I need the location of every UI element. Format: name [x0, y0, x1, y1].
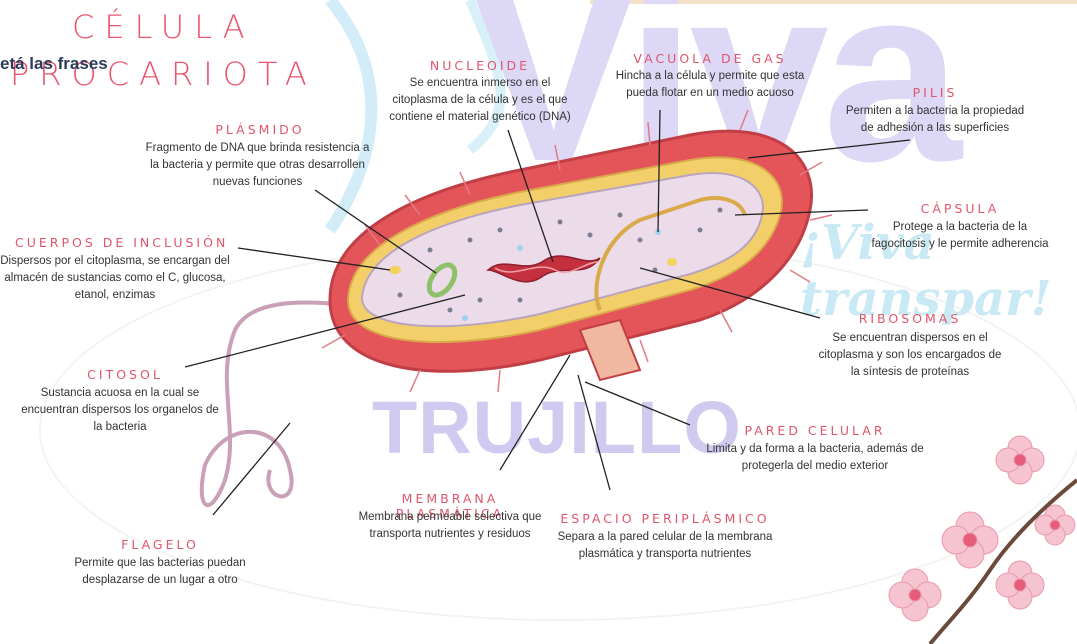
- inclusion-body: [667, 258, 677, 266]
- desc-line: Protege a la bacteria de la: [860, 219, 1060, 236]
- desc-line: Se encuentran dispersos en el: [815, 330, 1005, 347]
- desc-line: plasmática y transporta nutrientes: [550, 546, 780, 563]
- desc-membrana: Membrana permeable selectiva que transpo…: [345, 509, 555, 543]
- label-ribosomas: RIBOSOMAS: [850, 311, 970, 326]
- label-inclusion: CUERPOS DE INCLUSIÓN: [15, 235, 235, 250]
- desc-line: citoplasma de la célula y es el que: [385, 92, 575, 109]
- label-vacuola: VACUOLA DE GAS: [605, 51, 815, 66]
- desc-line: de adhesión a las superficies: [840, 120, 1030, 137]
- desc-line: Fragmento de DNA que brinda resistencia …: [140, 140, 375, 157]
- desc-capsula: Protege a la bacteria de la fagocitosis …: [860, 219, 1060, 253]
- inclusion-body: [389, 266, 401, 274]
- desc-line: desplazarse de un lugar a otro: [65, 572, 255, 589]
- desc-line: contiene el material genético (DNA): [385, 109, 575, 126]
- desc-periplasmico: Separa a la pared celular de la membrana…: [550, 529, 780, 563]
- label-nucleoide: NUCLEOIDE: [405, 58, 555, 73]
- desc-vacuola: Hincha a la célula y permite que esta pu…: [600, 68, 820, 102]
- label-capsula: CÁPSULA: [905, 201, 1015, 216]
- desc-line: etanol, enzimas: [0, 287, 230, 304]
- desc-line: fagocitosis y le permite adherencia: [860, 236, 1060, 253]
- label-plasmido: PLÁSMIDO: [195, 122, 325, 137]
- desc-line: citoplasma y son los encargados de: [815, 347, 1005, 364]
- desc-line: Sustancia acuosa en la cual se: [10, 385, 230, 402]
- desc-line: Separa a la pared celular de la membrana: [550, 529, 780, 546]
- desc-citosol: Sustancia acuosa en la cual se encuentra…: [10, 385, 230, 436]
- desc-line: la síntesis de proteínas: [815, 364, 1005, 381]
- desc-line: la bacteria y permite que otras desarrol…: [140, 157, 375, 174]
- label-citosol: CITOSOL: [70, 367, 180, 382]
- desc-ribosomas: Se encuentran dispersos en el citoplasma…: [815, 330, 1005, 381]
- desc-inclusion: Dispersos por el citoplasma, se encargan…: [0, 253, 230, 304]
- desc-line: transporta nutrientes y residuos: [345, 526, 555, 543]
- desc-line: Membrana permeable selectiva que: [345, 509, 555, 526]
- label-pilis: PILIS: [890, 85, 980, 100]
- desc-line: Dispersos por el citoplasma, se encargan…: [0, 253, 230, 270]
- desc-line: la bacteria: [10, 419, 230, 436]
- desc-line: protegerla del medio exterior: [700, 458, 930, 475]
- desc-plasmido: Fragmento de DNA que brinda resistencia …: [140, 140, 375, 191]
- desc-line: pueda flotar en un medio acuoso: [600, 85, 820, 102]
- label-periplasmico: ESPACIO PERIPLÁSMICO: [555, 511, 775, 526]
- desc-line: almacén de sustancias como el C, glucosa…: [0, 270, 230, 287]
- desc-line: Permiten a la bacteria la propiedad: [840, 103, 1030, 120]
- desc-line: Se encuentra inmerso en el: [385, 75, 575, 92]
- desc-line: Hincha a la célula y permite que esta: [600, 68, 820, 85]
- label-flagelo: FLAGELO: [105, 537, 215, 552]
- desc-line: Permite que las bacterias puedan: [65, 555, 255, 572]
- desc-pared: Limita y da forma a la bacteria, además …: [700, 441, 930, 475]
- desc-nucleoide: Se encuentra inmerso en el citoplasma de…: [385, 75, 575, 126]
- desc-line: Limita y da forma a la bacteria, además …: [700, 441, 930, 458]
- desc-flagelo: Permite que las bacterias puedan desplaz…: [65, 555, 255, 589]
- label-pared: PARED CELULAR: [735, 423, 895, 438]
- desc-line: nuevas funciones: [140, 174, 375, 191]
- desc-pilis: Permiten a la bacteria la propiedad de a…: [840, 103, 1030, 137]
- desc-line: encuentran dispersos los organelos de: [10, 402, 230, 419]
